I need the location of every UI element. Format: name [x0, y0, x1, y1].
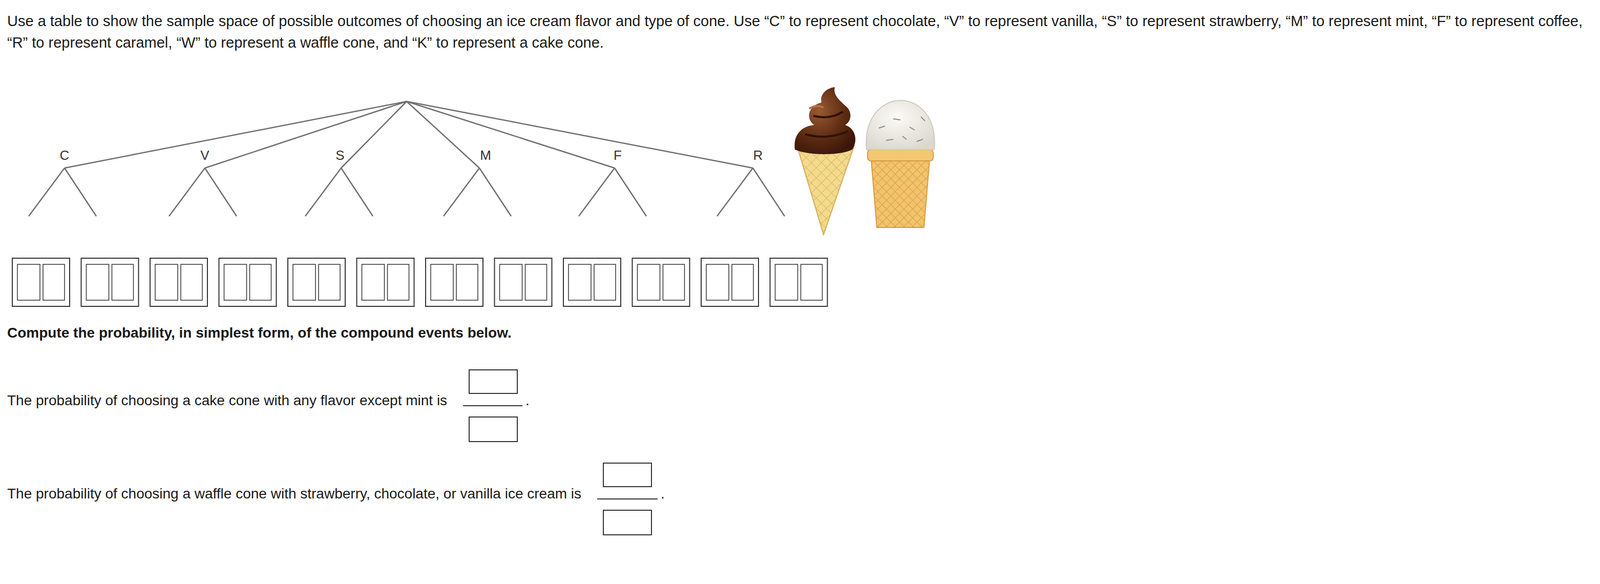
- flavor-input: [637, 264, 661, 301]
- outcome-box-frame: [425, 258, 483, 307]
- outcome-box: [287, 258, 346, 307]
- outcome-box-frame: [632, 258, 690, 307]
- flavor-input: [86, 264, 110, 301]
- cone-input: [801, 264, 823, 301]
- outcome-box-frame: [701, 258, 759, 307]
- answer-box-row: [12, 258, 828, 307]
- outcome-box-frame: [81, 258, 139, 307]
- outcome-box: [701, 258, 759, 307]
- numerator-box: [469, 369, 518, 394]
- outcome-box: [150, 258, 208, 307]
- flavor-input: [568, 264, 592, 301]
- tree-branch: [64, 101, 407, 168]
- sentence-period: .: [660, 485, 665, 503]
- branch-letter: F: [613, 147, 622, 164]
- tree-branch: [341, 167, 373, 217]
- outcome-box-frame: [150, 258, 208, 307]
- tree-branch: [717, 167, 753, 217]
- tree-branch: [406, 101, 615, 168]
- branch-letter: V: [200, 147, 209, 164]
- branch-letter: R: [753, 147, 764, 164]
- outcome-box: [356, 258, 415, 307]
- outcome-box-frame: [770, 258, 828, 307]
- flavor-input: [362, 264, 385, 301]
- flavor-input: [224, 264, 247, 301]
- cone-input: [249, 264, 272, 301]
- fraction-bar: [462, 405, 523, 407]
- cone-input: [525, 264, 547, 301]
- tree-branch: [614, 167, 647, 217]
- cone-input: [456, 264, 478, 301]
- tree-branch: [752, 167, 785, 217]
- cone-input: [731, 264, 754, 301]
- outcome-box: [12, 258, 70, 307]
- flavor-input: [17, 264, 40, 301]
- outcome-box-frame: [356, 258, 415, 307]
- cone-input: [387, 264, 410, 301]
- outcome-box-frame: [494, 258, 553, 307]
- cone-input: [594, 264, 616, 301]
- numerator-box: [603, 462, 652, 487]
- cone-input: [43, 264, 65, 301]
- flavor-input: [155, 264, 178, 301]
- section-heading: Compute the probability, in simplest for…: [7, 324, 512, 342]
- outcome-box-frame: [563, 258, 621, 307]
- cone-input: [112, 264, 134, 301]
- outcome-box: [632, 258, 690, 307]
- tree-branch: [341, 101, 407, 168]
- denominator-box: [469, 416, 518, 442]
- fraction-answer-boxes: [462, 369, 658, 535]
- tree-branch: [578, 167, 615, 217]
- cone-input: [663, 264, 685, 301]
- outcome-box-frame: [12, 258, 70, 307]
- flavor-input: [499, 264, 523, 301]
- outcome-box: [563, 258, 621, 307]
- branch-letter: C: [59, 147, 70, 164]
- fraction-input: [597, 462, 658, 535]
- outcome-box-frame: [287, 258, 346, 307]
- branch-letter: S: [335, 147, 345, 164]
- cone-input: [318, 264, 341, 301]
- question-text: The probability of choosing a waffle con…: [7, 485, 582, 503]
- fraction-bar: [597, 498, 658, 500]
- tree-branch: [64, 167, 97, 217]
- fraction-input: [462, 369, 523, 442]
- flavor-input: [775, 264, 798, 301]
- tree-branch: [169, 167, 205, 217]
- tree-branch: [305, 167, 342, 217]
- tree-branch: [406, 101, 753, 168]
- flavor-input: [706, 264, 729, 301]
- tree-branch: [406, 101, 480, 168]
- outcome-box: [81, 258, 139, 307]
- tree-branch: [479, 167, 512, 217]
- outcome-box: [494, 258, 553, 307]
- denominator-box: [603, 510, 652, 535]
- chocolate-waffle-cone: [794, 87, 856, 235]
- question-text: The probability of choosing a cake cone …: [7, 391, 448, 410]
- tree-branch: [204, 167, 237, 217]
- sentence-period: .: [525, 391, 530, 410]
- instructions: Use a table to show the sample space of …: [7, 10, 1590, 54]
- flavor-input: [292, 264, 316, 301]
- outcome-box: [425, 258, 483, 307]
- tree-diagram: [28, 101, 785, 217]
- branch-letter: M: [479, 147, 492, 164]
- flavor-input: [430, 264, 454, 301]
- tree-branch: [443, 167, 480, 217]
- cone-input: [180, 264, 203, 301]
- vanilla-cake-cone: [866, 100, 935, 228]
- outcome-box: [219, 258, 277, 307]
- outcome-box: [770, 258, 828, 307]
- tree-branch: [28, 167, 65, 217]
- outcome-box-frame: [219, 258, 277, 307]
- tree-branch: [204, 101, 407, 168]
